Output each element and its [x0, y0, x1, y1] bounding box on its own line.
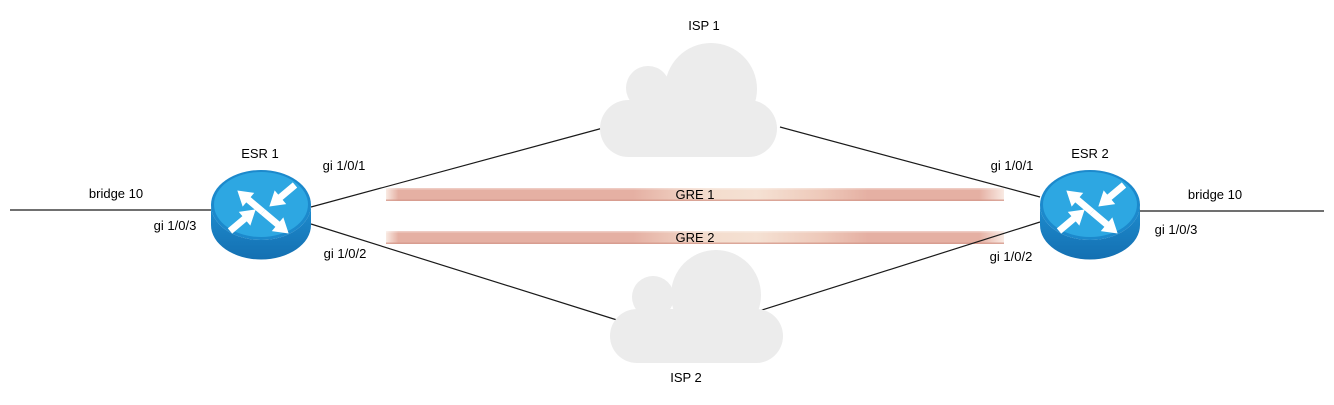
- router-icon-esr1: [211, 170, 311, 260]
- link-isp1-esr2: [779, 126, 1041, 198]
- iface-right-wan1-label: gi 1/0/1: [990, 158, 1034, 173]
- links: [10, 126, 1324, 321]
- router-icon-esr2: [1040, 170, 1140, 260]
- cloud-icon-isp2: [610, 250, 783, 363]
- cloud-icon-isp1: [600, 43, 777, 157]
- iface-left-wan2-label: gi 1/0/2: [323, 246, 367, 261]
- gre2-tunnel-label: GRE 2: [675, 230, 715, 245]
- cloud-isp2-label: ISP 2: [670, 370, 702, 385]
- gre1-tunnel-pipe: [386, 188, 1004, 201]
- link-esr1-isp2: [310, 223, 618, 321]
- iface-right-lan-label: gi 1/0/3: [1154, 222, 1198, 237]
- link-esr1-isp1: [310, 127, 604, 208]
- router-esr1-label: ESR 1: [241, 146, 279, 161]
- gre1-tunnel-label: GRE 1: [675, 187, 715, 202]
- iface-right-bridge-label: bridge 10: [1187, 187, 1243, 202]
- gre2-tunnel-pipe: [386, 231, 1004, 244]
- cloud-isp1-label: ISP 1: [688, 18, 720, 33]
- iface-left-wan1-label: gi 1/0/1: [322, 158, 366, 173]
- iface-right-wan2-label: gi 1/0/2: [989, 249, 1033, 264]
- iface-left-lan-label: gi 1/0/3: [153, 218, 197, 233]
- router-esr2-label: ESR 2: [1071, 146, 1109, 161]
- link-isp2-esr2: [758, 221, 1041, 312]
- iface-left-bridge-label: bridge 10: [88, 186, 144, 201]
